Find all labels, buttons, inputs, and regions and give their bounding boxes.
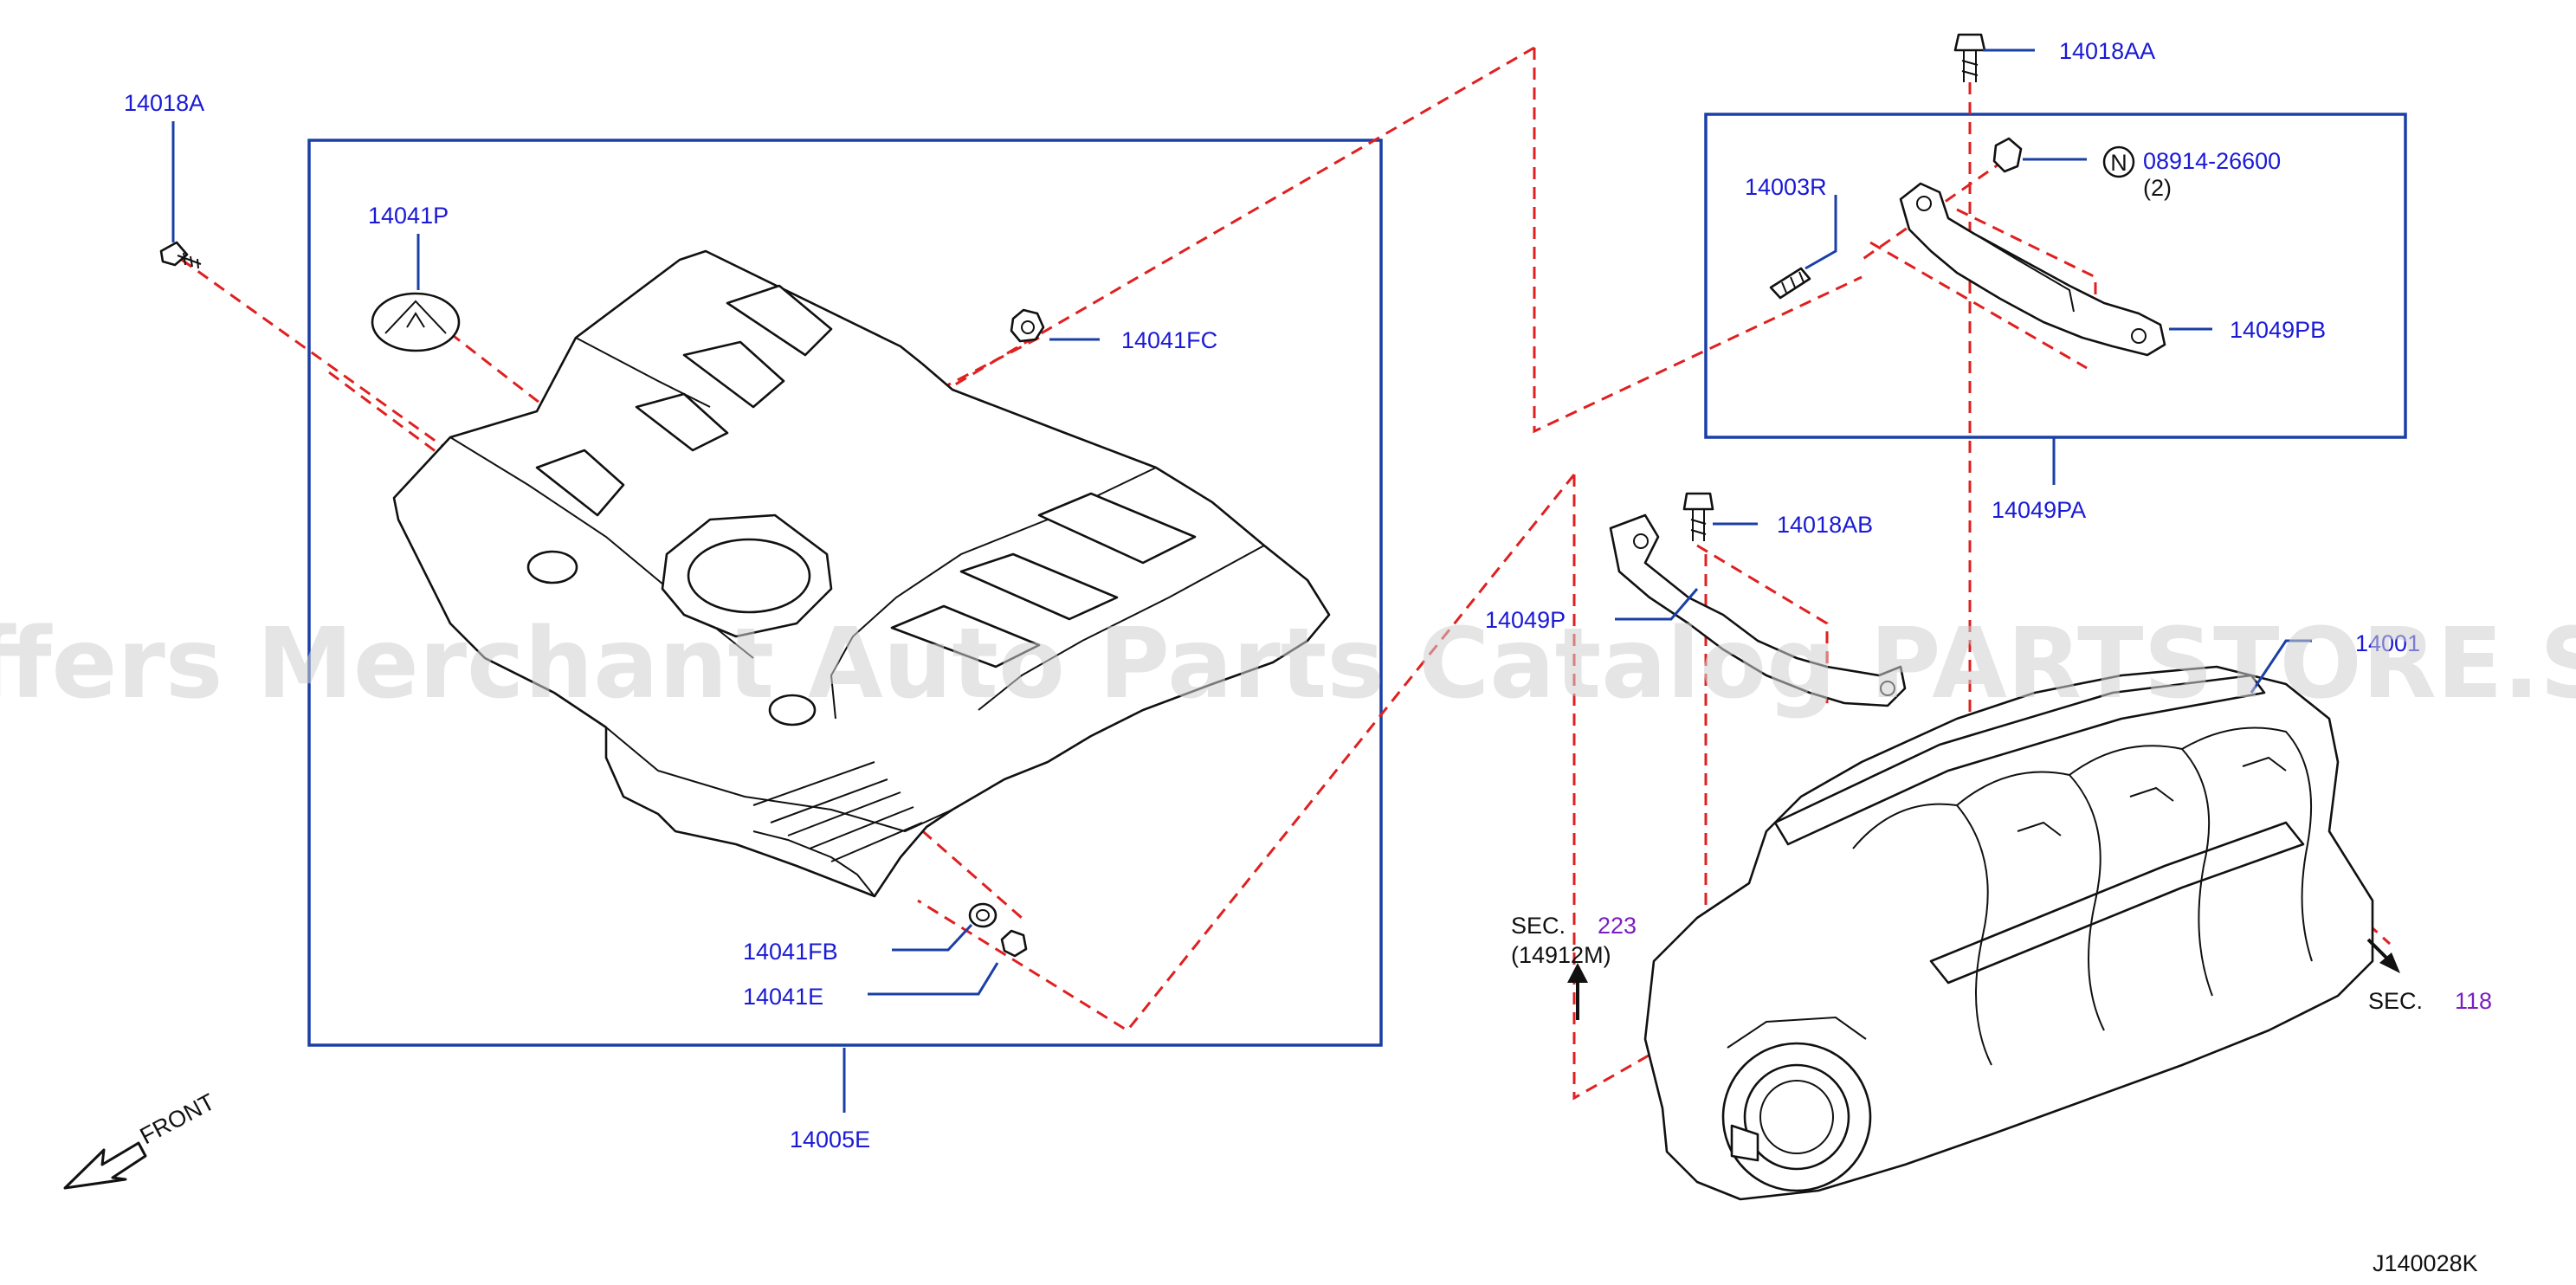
label-14018A: 14018A	[124, 90, 204, 116]
diagram-id: J140028K	[2373, 1250, 2478, 1276]
label-08914-qty: (2)	[2143, 175, 2172, 201]
label-14001: 14001	[2355, 630, 2420, 656]
badge-N-text: N	[2110, 150, 2127, 176]
label-14049PB: 14049PB	[2230, 317, 2326, 343]
sec-223-link[interactable]: 223	[1598, 913, 1637, 939]
engine-cover-drawing	[392, 249, 1331, 898]
front-label: FRONT	[136, 1088, 219, 1149]
label-14041E: 14041E	[743, 984, 823, 1010]
grommet-14041FC-drawing	[1010, 308, 1045, 343]
sec-118-prefix: SEC.	[2368, 988, 2423, 1014]
bracket-group-box	[1704, 113, 2407, 439]
engine-cover-group-box	[307, 139, 1383, 1047]
label-14041FB: 14041FB	[743, 939, 838, 965]
bolt-14018AA-drawing	[1953, 33, 1986, 82]
label-14003R: 14003R	[1745, 174, 1827, 200]
label-14018AB: 14018AB	[1777, 512, 1873, 538]
label-08914-26600: 08914-26600	[2143, 148, 2281, 174]
sec-118-arrow	[2366, 938, 2400, 973]
front-arrow: FRONT	[63, 1088, 219, 1190]
intake-manifold-drawing	[1643, 665, 2374, 1201]
grommet-14041FB-drawing	[968, 902, 997, 928]
sec-223-arrow	[1567, 963, 1588, 1020]
sec-223-prefix: SEC.	[1511, 913, 1566, 939]
bolt-14018A-drawing	[159, 241, 202, 269]
sec-223-sub: (14912M)	[1511, 942, 1611, 968]
insulator-14041E-drawing	[1000, 929, 1028, 958]
bolt-14018AB-drawing	[1682, 492, 1714, 541]
bracket-14049P-drawing	[1609, 513, 1907, 707]
leader-lines	[171, 48, 2312, 1113]
stud-14003R-drawing	[1769, 267, 1811, 300]
label-14018AA: 14018AA	[2059, 38, 2155, 64]
badge-N: N	[2102, 145, 2135, 178]
label-14041P: 14041P	[368, 203, 449, 229]
label-14049PA: 14049PA	[1992, 497, 2086, 523]
label-14005E: 14005E	[790, 1127, 870, 1153]
label-14049P: 14049P	[1485, 607, 1566, 633]
emblem-drawing	[371, 292, 461, 352]
nut-08914-drawing	[1992, 137, 2023, 173]
watermark: Offers Merchant Auto Parts Catalog PARTS…	[0, 608, 2576, 720]
bracket-14049PB-drawing	[1899, 182, 2166, 357]
sec-118-link[interactable]: 118	[2455, 988, 2492, 1014]
label-14041FC: 14041FC	[1121, 327, 1217, 353]
